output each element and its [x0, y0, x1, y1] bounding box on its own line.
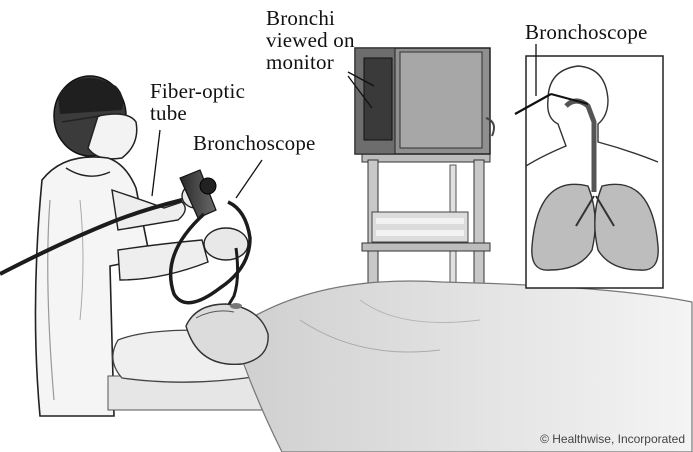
label-bronchi-viewed-on-monitor: Bronchi viewed on monitor — [266, 7, 355, 73]
label-line: viewed on — [266, 29, 355, 51]
label-bronchoscope-inset: Bronchoscope — [525, 21, 648, 43]
label-bronchoscope-main: Bronchoscope — [193, 132, 316, 154]
label-line: monitor — [266, 51, 355, 73]
copyright-credit: © Healthwise, Incorporated — [540, 432, 685, 446]
monitor — [355, 48, 494, 154]
bed-and-patient — [108, 281, 692, 452]
label-line: Bronchi — [266, 7, 355, 29]
label-line: tube — [150, 102, 245, 124]
label-line: Fiber-optic — [150, 80, 245, 102]
monitor-cart — [362, 152, 490, 300]
inset-anatomy-diagram — [515, 56, 663, 288]
label-fiber-optic-tube: Fiber-optic tube — [150, 80, 245, 124]
